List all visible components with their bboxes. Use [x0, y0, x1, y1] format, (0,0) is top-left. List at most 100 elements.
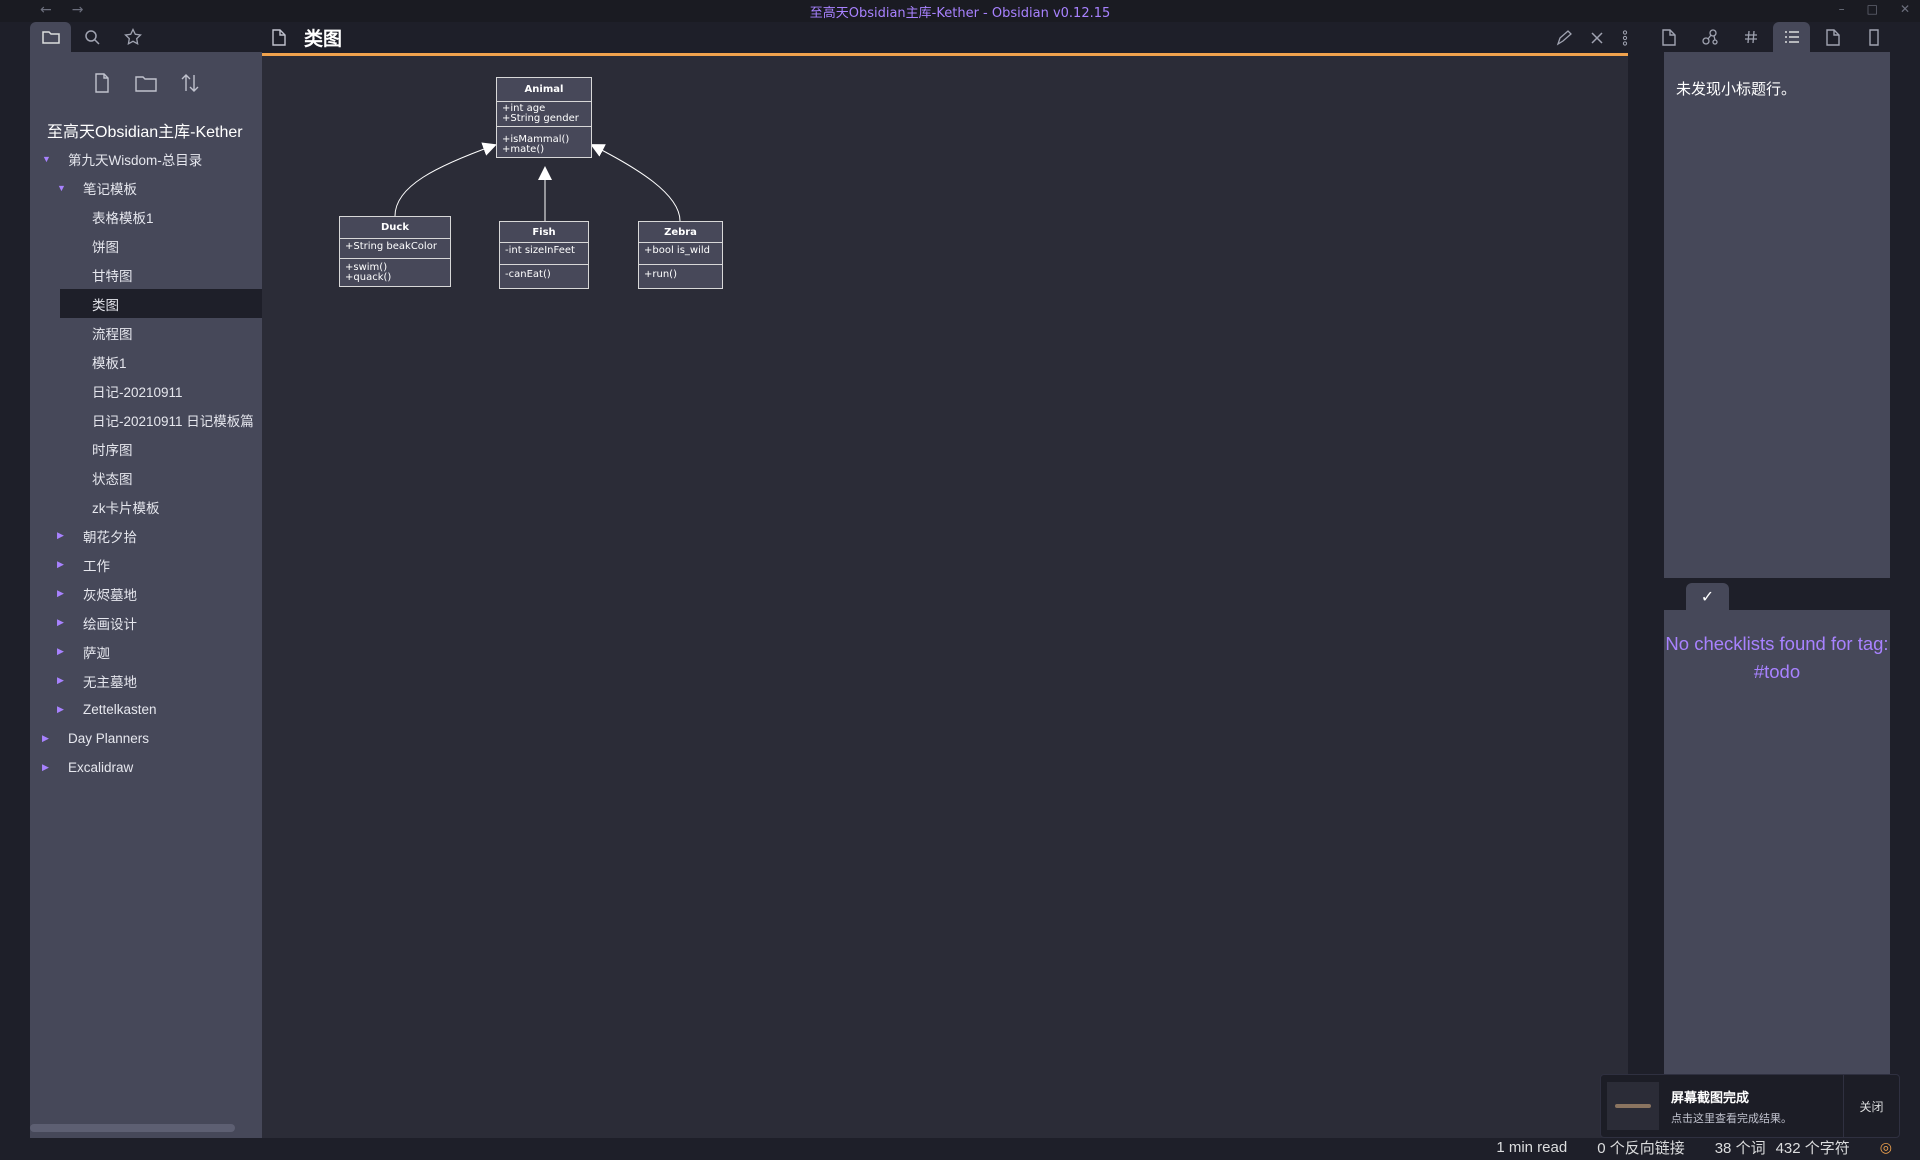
tree-item-label: 表格模板1: [92, 210, 154, 226]
tab-page[interactable]: [1814, 22, 1851, 52]
tree-folder[interactable]: ▶工作: [30, 550, 262, 579]
tree-folder[interactable]: ▶ 无主墓地: [30, 666, 262, 695]
toast-title: 屏幕截图完成: [1671, 1090, 1750, 1106]
maximize-button[interactable]: □: [1866, 2, 1878, 16]
backlink-count[interactable]: 0 个反向链接: [1597, 1139, 1685, 1157]
screenshot-thumbnail: [1607, 1082, 1659, 1130]
tab-starred[interactable]: [112, 22, 153, 52]
history-nav: ← →: [40, 2, 83, 18]
tree-file[interactable]: 流程图: [30, 318, 262, 347]
tree-item-label: 第九天Wisdom-总目录: [68, 152, 203, 168]
tree-file[interactable]: 饼图: [30, 231, 262, 260]
class-field: -int sizeInFeet: [505, 245, 575, 256]
new-folder-button[interactable]: [135, 72, 157, 94]
toast-subtitle: 点击这里查看完成结果。: [1671, 1111, 1792, 1125]
chevron-down-icon[interactable]: ▼: [57, 182, 66, 193]
new-note-button[interactable]: [91, 72, 113, 94]
page-title[interactable]: 类图: [304, 29, 343, 50]
class-method: +run(): [644, 269, 677, 280]
right-sidebar-tabs: [1650, 22, 1900, 52]
class-zebra: Zebra +bool is_wild +run(): [638, 221, 723, 289]
tree-folder[interactable]: ▶萨迦: [30, 637, 262, 666]
tree-file[interactable]: 状态图: [30, 463, 262, 492]
edit-icon[interactable]: [1556, 29, 1572, 46]
close-icon[interactable]: [1590, 31, 1604, 45]
file-icon: [95, 73, 109, 93]
chevron-right-icon[interactable]: ▶: [57, 646, 64, 656]
star-icon: [123, 28, 142, 46]
chevron-right-icon[interactable]: ▶: [57, 530, 64, 540]
tree-file[interactable]: 表格模板1: [30, 202, 262, 231]
tree-file[interactable]: 时序图: [30, 434, 262, 463]
tab-checklist[interactable]: ✓: [1686, 583, 1729, 610]
class-fields: +bool is_wild: [639, 243, 722, 265]
tree-file[interactable]: 类图: [60, 289, 262, 318]
chevron-right-icon[interactable]: ▶: [57, 675, 64, 685]
checkmark-icon: ✓: [1700, 587, 1715, 606]
class-fields: +String beakColor: [340, 239, 450, 259]
more-icon[interactable]: [1622, 29, 1628, 46]
vault-name[interactable]: 至高天Obsidian主库-Kether: [47, 124, 243, 141]
tab-more[interactable]: [1855, 22, 1892, 52]
tree-file[interactable]: 模板1: [30, 347, 262, 376]
chevron-right-icon[interactable]: ▶: [42, 762, 49, 772]
tab-file-explorer[interactable]: [30, 22, 71, 52]
sync-status-icon[interactable]: ◎: [1879, 1138, 1892, 1155]
class-method: -canEat(): [505, 269, 551, 280]
tree-folder[interactable]: ▶灰烬墓地: [30, 579, 262, 608]
tree-folder[interactable]: ▶Zettelkasten: [30, 695, 262, 724]
forward-arrow-icon[interactable]: →: [71, 2, 84, 18]
editor-actions: [1556, 29, 1628, 46]
screenshot-toast[interactable]: 屏幕截图完成 点击这里查看完成结果。 关闭: [1600, 1074, 1900, 1138]
tree-item-label: 状态图: [92, 471, 133, 487]
tree-file[interactable]: zk卡片模板: [30, 492, 262, 521]
tree-folder[interactable]: ▶ Excalidraw: [30, 753, 262, 782]
class-field: +bool is_wild: [644, 245, 710, 256]
editor-header: 类图: [262, 22, 1628, 56]
chevron-right-icon[interactable]: ▶: [42, 733, 49, 743]
tree-file[interactable]: 日记-20210911 日记模板篇: [30, 405, 262, 434]
tab-backlinks[interactable]: [1650, 22, 1687, 52]
folder-icon: [135, 76, 157, 92]
tree-folder[interactable]: ▶朝花夕拾: [30, 521, 262, 550]
close-window-button[interactable]: ✕: [1899, 2, 1910, 16]
file-icon: [1661, 28, 1676, 46]
window-controls: – □ ✕: [1839, 2, 1910, 16]
tree-item-label: 无主墓地: [83, 674, 137, 690]
tree-file[interactable]: 甘特图: [30, 260, 262, 289]
horizontal-scrollbar[interactable]: [30, 1124, 235, 1132]
chevron-right-icon[interactable]: ▶: [57, 617, 64, 627]
outline-empty-message: 未发现小标题行。: [1676, 81, 1797, 98]
tree-item-label: Excalidraw: [68, 760, 134, 775]
tree-folder[interactable]: ▼笔记模板: [30, 173, 262, 202]
chevron-right-icon[interactable]: ▶: [57, 704, 64, 714]
sort-button[interactable]: [179, 72, 201, 94]
editor-body[interactable]: Animal +int age +String gender +isMammal…: [262, 56, 1628, 1138]
minimize-button[interactable]: –: [1838, 2, 1845, 16]
left-sidebar-tabs: [30, 22, 262, 52]
file-icon: [1868, 28, 1879, 46]
graph-icon: [1701, 29, 1718, 45]
chevron-down-icon[interactable]: ▼: [42, 153, 51, 164]
class-field: +String beakColor: [345, 241, 437, 252]
tab-search[interactable]: [71, 22, 112, 52]
chevron-right-icon[interactable]: ▶: [57, 588, 64, 598]
tab-graph[interactable]: [1691, 22, 1728, 52]
list-icon: [1784, 31, 1799, 43]
class-methods: +isMammal() +mate(): [497, 127, 591, 157]
word-count: 38 个词: [1714, 1139, 1766, 1157]
back-arrow-icon[interactable]: ←: [40, 2, 52, 18]
tree-file[interactable]: 日记-20210911: [30, 376, 262, 405]
tree-folder[interactable]: ▼ 第九天Wisdom-总目录: [30, 144, 262, 173]
toast-close-button[interactable]: 关闭: [1843, 1075, 1899, 1137]
tree-folder[interactable]: ▶绘画设计: [30, 608, 262, 637]
class-method: +isMammal(): [502, 134, 570, 145]
tab-tags[interactable]: [1732, 22, 1769, 52]
tree-folder[interactable]: ▶Day Planners: [30, 724, 262, 753]
tab-outline[interactable]: [1773, 22, 1810, 52]
tree-item-label: 类图: [92, 297, 119, 313]
class-duck: Duck +String beakColor +swim() +quack(): [339, 216, 451, 287]
inheritance-arrows: [394, 142, 681, 222]
chevron-right-icon[interactable]: ▶: [57, 559, 64, 569]
